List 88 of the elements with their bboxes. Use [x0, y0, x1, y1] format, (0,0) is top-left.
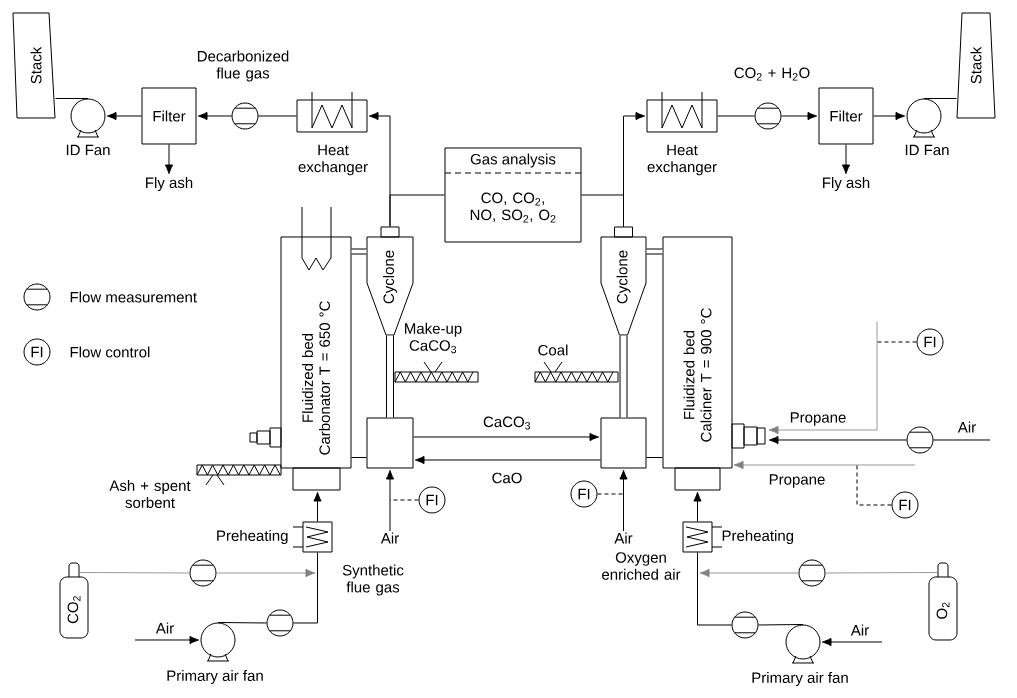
arrow [781, 111, 818, 121]
equipment-label: Heat exchanger [647, 144, 717, 176]
stream-label: Decarbonized flue gas [197, 50, 289, 82]
analysis-box: Gas analysis CO, CO$_{2}$, NO, SO$_{2}$, O$_{2}$ [444, 147, 582, 243]
arrow [821, 637, 883, 647]
edge-label: Propane [788, 411, 848, 427]
equipment-label: Primary air fan [167, 670, 263, 684]
pipe-line [293, 552, 318, 624]
edge-label: Propane [767, 473, 827, 489]
stream-label: Oxygen enriched air [602, 552, 681, 580]
arrow [385, 469, 395, 532]
equipment-label: Ash + spent sorbent [109, 480, 191, 508]
stream-label: CO$_{2}$ + H$_{2}$O [734, 67, 810, 81]
signal-line [597, 493, 624, 495]
flow-meter [731, 611, 759, 639]
reactor-column: Fluidized bed Calciner T = 900 °C [662, 236, 766, 491]
equipment-label: Heat exchanger [298, 144, 368, 176]
edge-label: Air [956, 420, 978, 434]
stream-label: Fly ash [823, 177, 870, 191]
equipment-label: Primary air fan [752, 672, 848, 686]
edge-label: Air [154, 621, 176, 635]
pipe-line [619, 335, 628, 418]
stream-label: Synthetic flue gas [342, 564, 404, 596]
loop-seal [600, 417, 647, 469]
equipment-label: Preheating [722, 530, 794, 544]
stream-label: Air [614, 532, 633, 544]
stack: Stack [956, 12, 996, 119]
arrow [768, 321, 878, 435]
arrow [197, 111, 232, 121]
equipment-label: Preheating [217, 530, 288, 544]
flow-meter [906, 426, 934, 454]
loop-seal [366, 417, 414, 469]
pipe-line [933, 439, 991, 441]
legend-label: Flow control [70, 346, 150, 358]
pipe-line [646, 248, 663, 255]
arrow [134, 635, 200, 645]
arrow [413, 432, 600, 442]
flow-meter [266, 609, 294, 637]
signal-line [876, 341, 917, 343]
pipe-line [78, 572, 190, 574]
flow-indicator: FI [916, 328, 944, 356]
arrow [623, 111, 646, 227]
pipe-line [351, 248, 367, 255]
pipe-line [646, 457, 663, 458]
arrow [414, 455, 601, 465]
flow-meter [754, 102, 782, 130]
edge-label: Air [849, 623, 871, 637]
pipe-line [825, 572, 939, 574]
arrow [106, 111, 142, 121]
arrow [699, 568, 799, 578]
signal-line [856, 464, 892, 506]
pipe-line [697, 552, 732, 626]
equipment-label: Coal [538, 344, 568, 356]
reactor-column: Fluidized bed Carbonator T = 650 °C [249, 206, 352, 491]
gas-cylinder: O$_{2}$ [928, 562, 958, 641]
flow-meter [798, 559, 826, 587]
stream-label: Fly ash [146, 177, 193, 191]
pipe-line [386, 335, 394, 418]
arrow [841, 144, 851, 175]
arrow [313, 491, 322, 522]
pipe-line [258, 115, 297, 117]
gas-cylinder: CO$_{2}$ [59, 562, 89, 639]
pipe-line [389, 194, 445, 227]
flow-meter [231, 102, 259, 130]
stack: Stack [12, 12, 56, 119]
signal-line [389, 499, 419, 501]
flow-indicator: FI [418, 486, 446, 514]
arrow [733, 460, 916, 470]
arrow [164, 144, 174, 175]
legend-label: Flow measurement [70, 291, 197, 303]
flow-indicator: FI [891, 491, 919, 519]
equipment-label: ID Fan [905, 144, 949, 156]
arrow [693, 491, 702, 522]
arrow [873, 111, 906, 121]
stream-label: Air [380, 532, 399, 544]
edge-label: CaO [490, 471, 524, 485]
pipe-line [351, 457, 367, 458]
equipment-label: ID Fan [66, 144, 110, 156]
filter-box: Filter [141, 87, 197, 145]
equipment-label: Make-up CaCO$_{3}$ [405, 322, 462, 354]
arrow [216, 568, 316, 578]
arrow [619, 469, 628, 532]
flow-meter [189, 559, 217, 587]
pipe-line [717, 115, 755, 117]
edge-label: CaCO$_{3}$ [482, 415, 532, 431]
flow-indicator: FI [570, 480, 598, 508]
filter-box: Filter [818, 87, 874, 145]
arrow [768, 435, 907, 445]
